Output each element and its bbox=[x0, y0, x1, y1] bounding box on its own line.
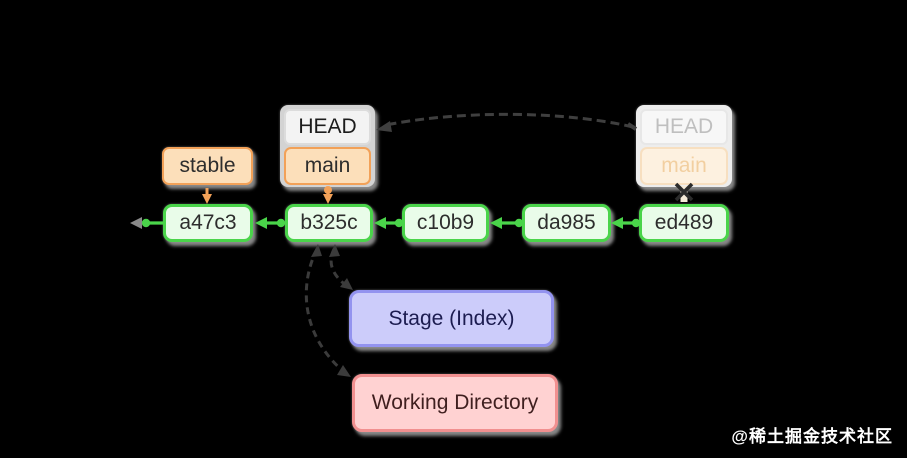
parent-arrow-c10b9-b325c bbox=[374, 217, 404, 229]
commit-node-b325c: b325c bbox=[285, 204, 373, 242]
head-move-arrow bbox=[376, 112, 638, 132]
reset-stage-arrow bbox=[329, 244, 353, 290]
commit-node-da985: da985 bbox=[522, 204, 611, 242]
branch-label-stable: stable bbox=[162, 147, 253, 185]
parent-arrow-offscreen bbox=[130, 217, 163, 229]
stage-index-box: Stage (Index) bbox=[349, 290, 554, 347]
commit-node-c10b9: c10b9 bbox=[402, 204, 489, 242]
commit-node-a47c3: a47c3 bbox=[163, 204, 253, 242]
watermark: @稀土掘金技术社区 bbox=[731, 427, 893, 446]
head-label: HEAD bbox=[284, 109, 371, 145]
reset-working-arrow bbox=[304, 244, 351, 377]
branch-label-main: main bbox=[284, 147, 371, 185]
branch-pointer-main bbox=[323, 186, 333, 204]
old-head-label: HEAD bbox=[640, 109, 728, 145]
parent-arrow-b325c-a47c3 bbox=[255, 217, 286, 229]
old-main-label: main bbox=[640, 147, 728, 185]
commit-node-ed489: ed489 bbox=[639, 204, 729, 242]
working-directory-box: Working Directory bbox=[352, 374, 558, 432]
parent-arrow-ed489-da985 bbox=[611, 217, 641, 229]
branch-pointer-stable bbox=[202, 188, 212, 204]
parent-arrow-da985-c10b9 bbox=[490, 217, 524, 229]
